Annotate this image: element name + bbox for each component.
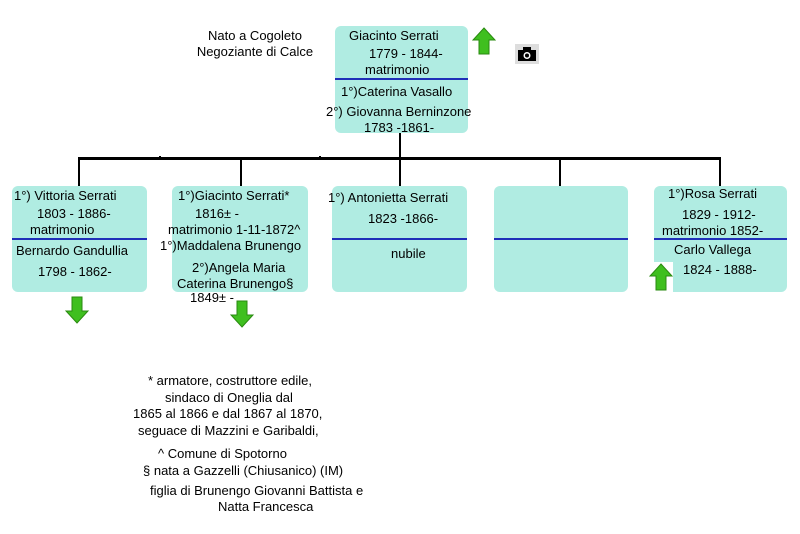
child5-connector xyxy=(719,157,721,187)
child2-spouse2-dates: 1849± - xyxy=(190,290,234,305)
child5-marriage: matrimonio 1852- xyxy=(662,223,764,238)
root-divider xyxy=(335,78,468,80)
tick-mark xyxy=(319,156,321,158)
child2-name: 1°)Giacinto Serrati* xyxy=(178,188,290,203)
note-line: sindaco di Oneglia dal xyxy=(165,390,293,405)
root-marriage: matrimonio xyxy=(365,62,430,77)
root-connector xyxy=(399,133,401,159)
arrow-up-icon[interactable] xyxy=(649,263,673,291)
child2-spouse2-a: 2°)Angela Maria xyxy=(192,260,286,275)
root-spouse1: 1°)Caterina Vasallo xyxy=(341,84,453,99)
note-line: § nata a Gazzelli (Chiusanico) (IM) xyxy=(143,463,344,478)
arrow-up-icon[interactable] xyxy=(472,27,496,55)
note-line: * armatore, costruttore edile, xyxy=(148,373,313,388)
child1-name: 1°) Vittoria Serrati xyxy=(14,188,117,203)
child1-marriage: matrimonio xyxy=(30,222,95,237)
arrow-down-icon[interactable] xyxy=(65,296,89,324)
child2-spouse1: 1°)Maddalena Brunengo xyxy=(160,238,302,253)
child-box-giacinto[interactable] xyxy=(172,186,308,292)
child5-dates: 1829 - 1912- xyxy=(682,207,756,222)
child5-divider xyxy=(654,238,787,240)
child3-divider xyxy=(332,238,467,240)
child2-marriage: matrimonio 1-11-1872^ xyxy=(168,222,301,237)
child2-connector xyxy=(240,157,242,187)
child2-spouse2-b: Caterina Brunengo§ xyxy=(177,276,294,291)
tick-mark xyxy=(159,156,161,158)
birth-note-line1: Nato a Cogoleto xyxy=(208,28,302,43)
child5-name: 1°)Rosa Serrati xyxy=(668,186,758,201)
child4-connector xyxy=(559,157,561,187)
child1-dates: 1803 - 1886- xyxy=(37,206,111,221)
note-line: seguace di Mazzini e Garibaldi, xyxy=(138,423,319,438)
child1-spouse-dates: 1798 - 1862- xyxy=(38,264,112,279)
root-spouse2: 2°) Giovanna Berninzone xyxy=(326,104,472,119)
arrow-down-icon[interactable] xyxy=(230,300,254,328)
root-dates: 1779 - 1844- xyxy=(369,46,443,61)
child5-spouse-dates: 1824 - 1888- xyxy=(683,262,757,277)
note-line: Natta Francesca xyxy=(218,499,314,514)
note-line: ^ Comune di Spotorno xyxy=(158,446,287,461)
root-spouse2-dates: 1783 -1861- xyxy=(364,120,435,135)
camera-icon[interactable] xyxy=(515,44,539,64)
child1-connector xyxy=(78,157,80,187)
birth-note-line2: Negoziante di Calce xyxy=(196,44,314,59)
note-line: 1865 al 1866 e dal 1867 al 1870, xyxy=(133,406,323,421)
note-line: figlia di Brunengo Giovanni Battista e xyxy=(150,483,364,498)
child1-spouse: Bernardo Gandullia xyxy=(16,243,129,258)
child3-status: nubile xyxy=(391,246,426,261)
child1-divider xyxy=(12,238,147,240)
child3-dates: 1823 -1866- xyxy=(368,211,439,226)
child3-connector xyxy=(399,157,401,187)
root-name: Giacinto Serrati xyxy=(349,28,439,43)
child2-dates: 1816± - xyxy=(195,206,239,221)
child3-name: 1°) Antonietta Serrati xyxy=(328,190,449,205)
child5-spouse: Carlo Vallega xyxy=(674,242,752,257)
child4-divider xyxy=(494,238,628,240)
